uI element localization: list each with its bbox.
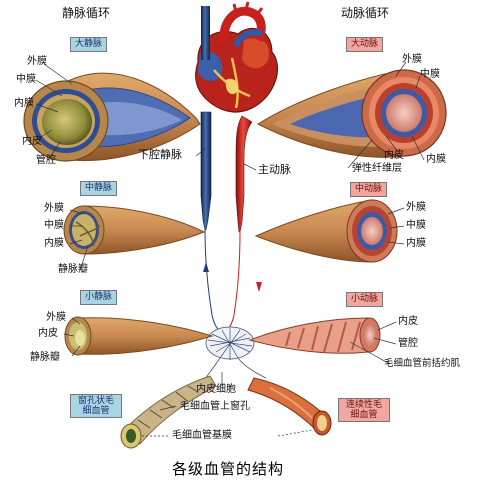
label-endothelial-cell: 内皮细胞 bbox=[196, 384, 236, 395]
label-large-vein-media: 中膜 bbox=[16, 74, 36, 85]
label-medium-vein-valve: 静脉瓣 bbox=[58, 264, 88, 275]
inferior-vena-cava bbox=[200, 111, 212, 231]
label-medium-artery-adventitia: 外膜 bbox=[406, 202, 426, 213]
label-capillary-basement-membrane: 毛细血管基膜 bbox=[172, 430, 232, 441]
small-artery-illustration bbox=[248, 317, 381, 354]
figure-title: 各级血管的结构 bbox=[172, 460, 285, 478]
label-large-vein-lumen: 管腔 bbox=[36, 155, 56, 166]
continuous-capillary-illustration bbox=[247, 377, 332, 436]
label-small-artery-lumen: 管腔 bbox=[398, 338, 418, 349]
heart-fat-patch bbox=[225, 78, 239, 95]
superior-vena-cava bbox=[201, 6, 210, 60]
label-precapillary-sphincter: 毛细血管前括约肌 bbox=[384, 358, 461, 369]
label-capillary-fenestra: 毛细血管上窗孔 bbox=[180, 401, 250, 412]
label-small-vein-valve: 静脉瓣 bbox=[30, 352, 60, 363]
artery-flow-arrow bbox=[256, 282, 262, 292]
label-large-vein-endothelium: 内皮 bbox=[22, 136, 42, 147]
tag-large-vein: 大静脉 bbox=[70, 37, 108, 52]
label-large-vein-adventitia: 外膜 bbox=[27, 56, 47, 67]
aorta-trunk bbox=[235, 115, 253, 233]
fenestrated-capillary-illustration bbox=[120, 375, 217, 449]
aortic-arch bbox=[219, 6, 266, 45]
leader-lines bbox=[35, 61, 425, 437]
vena-cava-thin-branch bbox=[204, 229, 223, 335]
capillary-network bbox=[203, 326, 267, 381]
tag-continuous-capillary: 连续性毛细血管 bbox=[338, 398, 390, 422]
tag-fenestrated-capillary: 窗孔状毛细血管 bbox=[70, 394, 122, 418]
label-small-artery-endothelium: 内皮 bbox=[398, 316, 418, 327]
label-large-artery-media: 中膜 bbox=[420, 69, 440, 80]
label-medium-vein-intima: 内膜 bbox=[44, 238, 64, 249]
label-inferior-vena-cava: 下腔静脉 bbox=[138, 148, 182, 161]
label-large-artery-adventitia: 外膜 bbox=[402, 54, 422, 65]
heart-illustration bbox=[195, 1, 278, 113]
tag-large-artery: 大动脉 bbox=[346, 37, 384, 52]
tag-medium-vein: 中静脉 bbox=[80, 181, 118, 196]
label-large-artery-elastic-layer: 弹性纤维层 bbox=[352, 163, 402, 174]
tag-small-artery: 小动脉 bbox=[346, 292, 384, 307]
label-small-vein-endothelium: 内皮 bbox=[38, 328, 58, 339]
label-small-vein-adventitia: 外膜 bbox=[46, 312, 66, 323]
tag-medium-artery: 中动脉 bbox=[350, 182, 388, 197]
tag-small-vein: 小静脉 bbox=[80, 290, 118, 305]
label-medium-artery-media: 中膜 bbox=[406, 220, 426, 231]
label-large-artery-intima: 内膜 bbox=[426, 154, 446, 165]
aorta-thin-branch bbox=[223, 231, 241, 335]
aortic-arch-branches bbox=[232, 1, 264, 17]
vein-flow-arrow bbox=[203, 262, 209, 272]
label-medium-artery-intima: 内膜 bbox=[406, 238, 426, 249]
label-medium-vein-adventitia: 外膜 bbox=[44, 203, 64, 214]
small-vein-illustration bbox=[64, 316, 214, 356]
medium-vein-illustration bbox=[63, 205, 206, 255]
label-aorta: 主动脉 bbox=[258, 163, 291, 176]
large-artery-illustration bbox=[256, 69, 447, 158]
medium-artery-illustration bbox=[254, 199, 398, 263]
label-large-artery-endothelium: 内皮 bbox=[384, 150, 404, 161]
heart-left-atrium bbox=[242, 38, 269, 69]
vein-circulation-header: 静脉循环 bbox=[62, 6, 111, 20]
artery-circulation-header: 动脉循环 bbox=[341, 6, 390, 20]
pulmonary-trunk bbox=[233, 29, 264, 48]
label-medium-vein-media: 中膜 bbox=[44, 220, 64, 231]
label-large-vein-intima: 内膜 bbox=[14, 98, 34, 109]
